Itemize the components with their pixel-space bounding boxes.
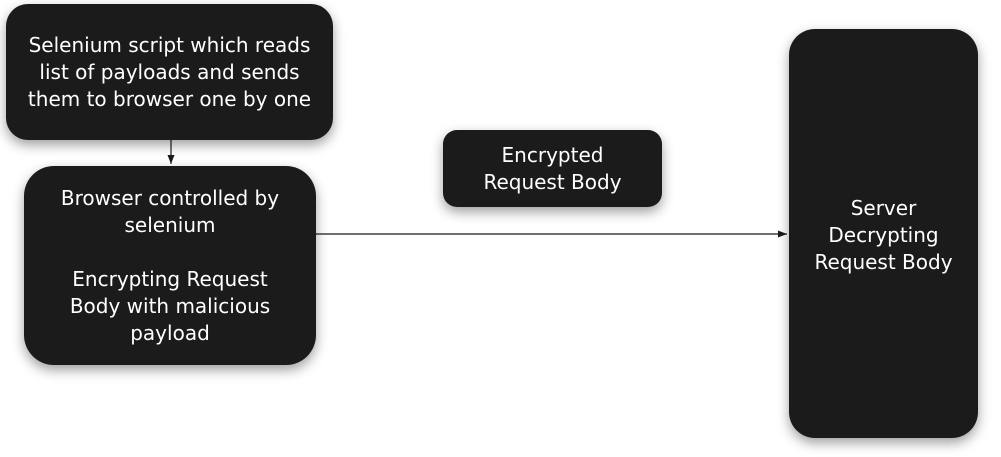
node-text-line: list of payloads and sends [39, 59, 300, 84]
selenium-script-node: Selenium script which reads list of payl… [6, 4, 333, 140]
node-text-line: Decrypting [828, 223, 939, 247]
node-text-line: Body with malicious [69, 293, 271, 318]
encrypted-request-body-label: Encrypted Request Body [443, 130, 662, 207]
server-node: Server Decrypting Request Body [789, 29, 978, 438]
node-text-line: selenium [124, 212, 216, 237]
node-text-line: payload [130, 320, 210, 345]
node-text-line: Request Body [483, 169, 622, 194]
node-text-line: Request Body [814, 250, 953, 274]
node-text-line: Browser controlled by [60, 185, 280, 210]
node-text-line: Server [850, 196, 917, 220]
browser-node: Browser controlled by selenium Encryptin… [24, 166, 316, 365]
node-text-line: Encrypted [501, 142, 604, 167]
node-text-line: Selenium script which reads [28, 32, 311, 57]
node-text-line: Encrypting Request [72, 266, 268, 291]
node-text-line: them to browser one by one [27, 86, 312, 111]
